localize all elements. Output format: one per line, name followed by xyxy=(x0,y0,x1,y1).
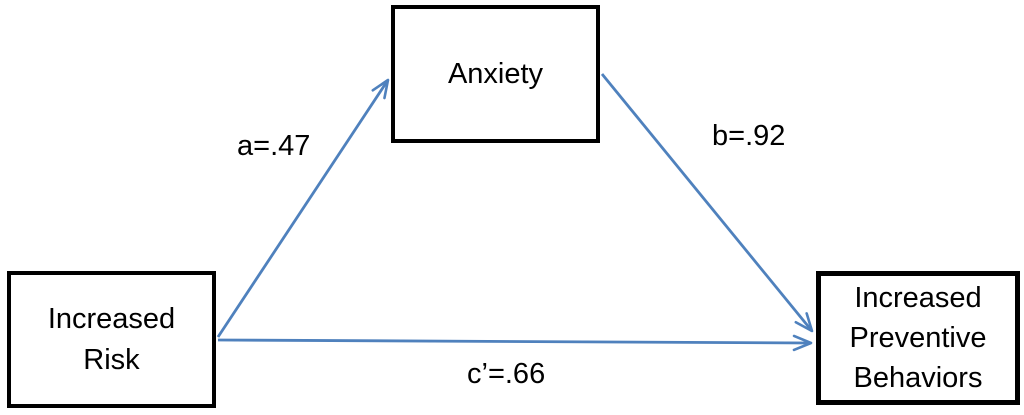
preventive-behaviors-box: Increased Preventive Behaviors xyxy=(816,271,1020,405)
increased-risk-box-label: Increased Risk xyxy=(47,303,176,376)
preventive-behaviors-box-label: Increased Preventive Behaviors xyxy=(849,281,987,394)
path-c-prime-arrow xyxy=(217,334,813,352)
path-a-arrow xyxy=(216,78,390,338)
increased-risk-box: Increased Risk xyxy=(7,271,216,408)
anxiety-box-label: Anxiety xyxy=(447,57,544,90)
path-c-prime-coefficient-label: c’=.66 xyxy=(467,358,546,390)
anxiety-box: Anxiety xyxy=(391,5,600,143)
path-a-coefficient-label: a=.47 xyxy=(237,130,311,162)
path-b-arrow xyxy=(600,73,814,333)
path-b-coefficient-label: b=.92 xyxy=(712,120,786,152)
